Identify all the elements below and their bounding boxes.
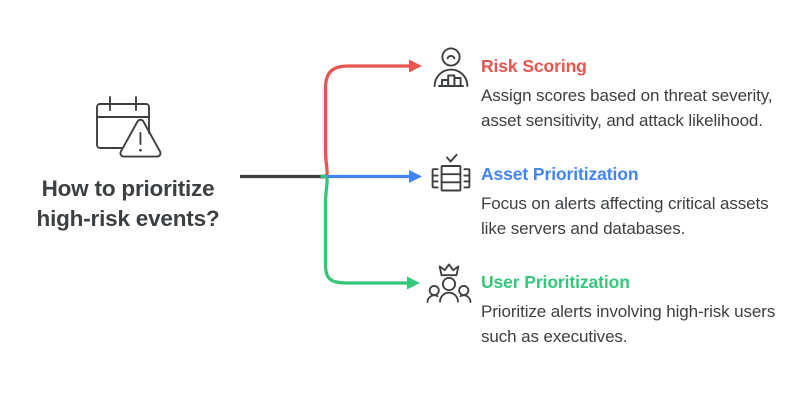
calendar-warning-icon bbox=[96, 96, 162, 158]
branch-user-text: User Prioritization Prioritize alerts in… bbox=[481, 271, 781, 349]
branch-asset-text: Asset Prioritization Focus on alerts aff… bbox=[481, 163, 781, 241]
page-title: How to prioritize high-risk events? bbox=[36, 176, 220, 231]
users-crown-icon bbox=[426, 263, 472, 303]
arrowhead-asset bbox=[409, 170, 422, 183]
server-rack-check-icon bbox=[431, 153, 471, 192]
user-risk-score-icon bbox=[433, 47, 469, 87]
branch-risk-text: Risk Scoring Assign scores based on thre… bbox=[481, 55, 781, 133]
arrowhead-risk bbox=[409, 59, 422, 73]
arrowhead-user bbox=[407, 276, 420, 290]
branch-heading-user: User Prioritization bbox=[481, 272, 630, 292]
branch-line-risk bbox=[320, 64, 412, 179]
branch-heading-risk: Risk Scoring bbox=[481, 56, 587, 76]
question-block: How to prioritize high-risk events? bbox=[8, 92, 248, 234]
branch-body-user: Prioritize alerts involving high-risk us… bbox=[481, 302, 776, 346]
branch-heading-asset: Asset Prioritization bbox=[481, 164, 639, 184]
branch-body-asset: Focus on alerts affecting critical asset… bbox=[481, 194, 769, 238]
branch-line-user bbox=[320, 174, 410, 285]
branch-body-risk: Assign scores based on threat severity, … bbox=[481, 86, 773, 130]
